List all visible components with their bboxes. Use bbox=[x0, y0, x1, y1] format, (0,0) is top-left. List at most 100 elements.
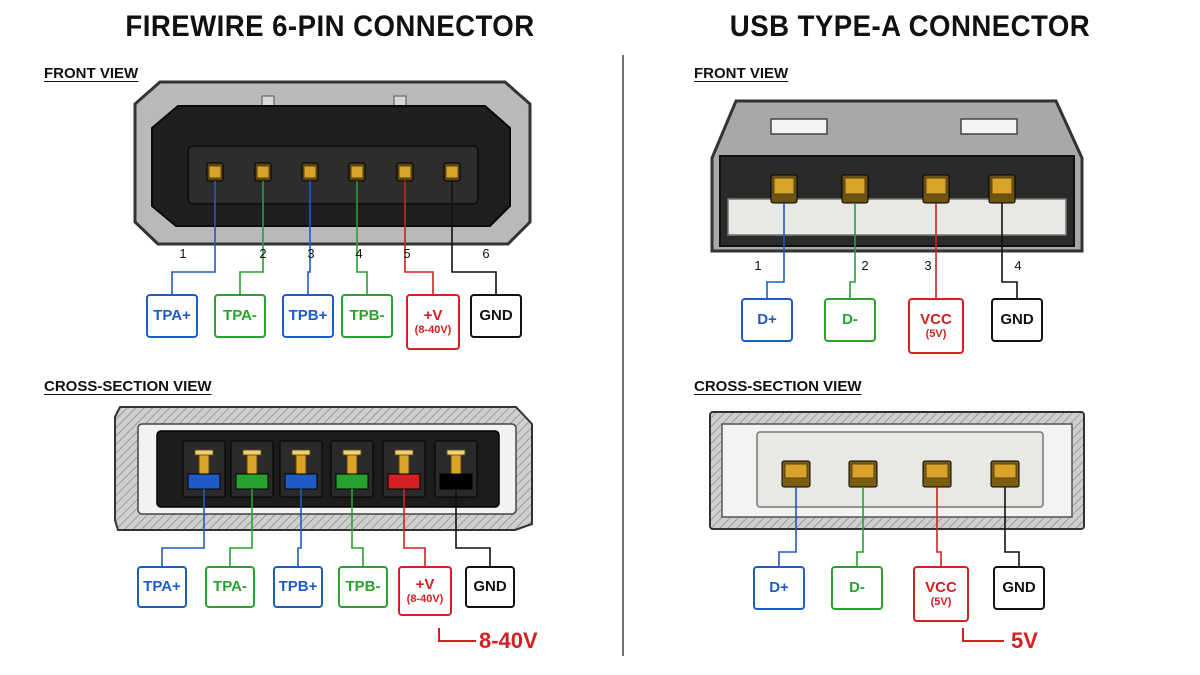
firewire-cross-pin-3-wire bbox=[297, 489, 302, 566]
firewire-cross-tpa-plus-signal: TPA+ bbox=[143, 578, 181, 596]
firewire-front-tpa-plus-label: TPA+ bbox=[146, 294, 198, 338]
firewire-pin-4-contact bbox=[350, 165, 364, 179]
usb-tongue bbox=[727, 198, 1067, 236]
firewire-front-gnd-label: GND bbox=[470, 294, 522, 338]
firewire-pin-5-number: 5 bbox=[403, 246, 411, 261]
usb-front-vcc-signal: VCC bbox=[920, 311, 952, 329]
firewire-cross-pin-3-contact-cap bbox=[291, 449, 311, 456]
firewire-cross-pin-4-wire bbox=[351, 489, 364, 566]
usb-pin-3-contact bbox=[925, 177, 947, 195]
firewire-cross-pin-5-wire bbox=[403, 489, 426, 566]
usb-cross-d-plus-label: D+ bbox=[753, 566, 805, 610]
usb-pin-2-front-wire bbox=[849, 203, 856, 298]
firewire-cross-pin-6-wire bbox=[455, 489, 491, 566]
usb-cross-d-label: D- bbox=[831, 566, 883, 610]
firewire-cross-pin-5-contact-cap bbox=[394, 449, 414, 456]
firewire-cross-pin-1-insulator bbox=[187, 473, 221, 490]
firewire-cross-pin-2-contact-cap bbox=[242, 449, 262, 456]
firewire-cross-gnd-signal: GND bbox=[473, 578, 507, 596]
usb-pin-4-front-wire bbox=[1001, 203, 1018, 298]
firewire-pin-3-number: 3 bbox=[307, 246, 315, 261]
firewire-cross-pin-3-insulator bbox=[284, 473, 318, 490]
firewire-cross-tpb-plus-label: TPB+ bbox=[273, 566, 323, 608]
firewire-cross--plusv-label: +V(8-40V) bbox=[398, 566, 452, 616]
usb-cross-section-label: CROSS-SECTION VIEW bbox=[694, 378, 862, 395]
usb-front-view-label: FRONT VIEW bbox=[694, 65, 789, 82]
usb-cross-pin-4-wire bbox=[1004, 487, 1020, 566]
usb-cross-vcc-label: VCC(5V) bbox=[913, 566, 969, 622]
firewire-front-gnd-signal: GND bbox=[479, 307, 513, 325]
firewire-pin-5-front-wire bbox=[404, 181, 434, 294]
firewire-cross--plusv-detail: (8-40V) bbox=[406, 593, 444, 606]
firewire-front-tpa-label: TPA- bbox=[214, 294, 266, 338]
usb-cross-gnd-signal: GND bbox=[1002, 579, 1036, 597]
firewire-front-tpb-label: TPB- bbox=[341, 294, 393, 338]
firewire-pin-2-contact bbox=[256, 165, 270, 179]
firewire-cross--plusv-signal: +V bbox=[415, 576, 435, 594]
firewire-cross-gnd-label: GND bbox=[465, 566, 515, 608]
firewire-cross-pin-6-insulator bbox=[439, 473, 473, 490]
usb-cross-d-plus-signal: D+ bbox=[769, 579, 789, 597]
usb-cross-tongue bbox=[756, 431, 1044, 508]
usb-front-d-signal: D- bbox=[842, 311, 858, 329]
usb-front-gnd-label: GND bbox=[991, 298, 1043, 342]
usb-front-gnd-signal: GND bbox=[1000, 311, 1034, 329]
usb-cross-pin-1-contact bbox=[784, 463, 808, 479]
firewire-pin-4-number: 4 bbox=[355, 246, 363, 261]
usb-front-vcc-detail: (5V) bbox=[925, 328, 947, 341]
usb-cross-pin-1-wire bbox=[778, 487, 797, 566]
usb-shell-window-right bbox=[960, 118, 1018, 135]
firewire-front--plusv-signal: +V bbox=[423, 307, 443, 325]
usb-front-d-plus-signal: D+ bbox=[757, 311, 777, 329]
firewire-cross-pin-4-insulator bbox=[335, 473, 369, 490]
firewire-cross-pin-3-contact bbox=[295, 452, 307, 476]
usb-cross-pin-3-wire bbox=[936, 487, 942, 566]
usb-cross-d-signal: D- bbox=[849, 579, 865, 597]
firewire-cross-pin-5-insulator bbox=[387, 473, 421, 490]
firewire-cross-section-label: CROSS-SECTION VIEW bbox=[44, 378, 212, 395]
usb-cross-gnd-label: GND bbox=[993, 566, 1045, 610]
firewire-front-tpa-plus-signal: TPA+ bbox=[153, 307, 191, 325]
usb-voltage-leader bbox=[962, 628, 1004, 642]
firewire-front-tpb-plus-label: TPB+ bbox=[282, 294, 334, 338]
usb-pin-1-contact bbox=[773, 177, 795, 195]
firewire-pin-5-contact bbox=[398, 165, 412, 179]
firewire-cross-pin-4-contact-cap bbox=[342, 449, 362, 456]
firewire-pin-1-front-wire bbox=[171, 181, 216, 294]
usb-pin-2-contact bbox=[844, 177, 866, 195]
firewire-front-tpb-plus-signal: TPB+ bbox=[288, 307, 328, 325]
firewire-cross-pin-2-contact bbox=[246, 452, 258, 476]
firewire-front--plusv-label: +V(8-40V) bbox=[406, 294, 460, 350]
firewire-pin-6-contact bbox=[445, 165, 459, 179]
usb-pin-1-front-wire bbox=[766, 203, 785, 298]
usb-cross-pin-3-contact bbox=[925, 463, 949, 479]
usb-pin-3-number: 3 bbox=[924, 258, 932, 273]
firewire-pin-block bbox=[187, 145, 479, 205]
firewire-cross-pin-6-contact bbox=[450, 452, 462, 476]
firewire-front-view-label: FRONT VIEW bbox=[44, 65, 139, 82]
firewire-pin-6-front-wire bbox=[451, 181, 497, 294]
firewire-pin-2-front-wire bbox=[239, 181, 264, 294]
usb-voltage-callout: 5V bbox=[1011, 628, 1038, 653]
firewire-cross-pin-5-contact bbox=[398, 452, 410, 476]
usb-pin-2-number: 2 bbox=[861, 258, 869, 273]
firewire-cross-tpa-plus-label: TPA+ bbox=[137, 566, 187, 608]
usb-cross-pin-2-contact bbox=[851, 463, 875, 479]
usb-front-d-plus-label: D+ bbox=[741, 298, 793, 342]
usb-front-d-label: D- bbox=[824, 298, 876, 342]
usb-title: USB TYPE-A CONNECTOR bbox=[729, 10, 1091, 43]
firewire-cross-tpb-signal: TPB- bbox=[345, 578, 381, 596]
firewire-cross-pin-2-wire bbox=[229, 489, 253, 566]
usb-pin-4-contact bbox=[991, 177, 1013, 195]
usb-cross-pin-2-wire bbox=[856, 487, 864, 566]
firewire-pin-4-front-wire bbox=[356, 181, 368, 294]
firewire-front-tpb-signal: TPB- bbox=[349, 307, 385, 325]
firewire-pin-6-number: 6 bbox=[482, 246, 490, 261]
firewire-cross-pin-4-contact bbox=[346, 452, 358, 476]
firewire-cross-tpb-plus-signal: TPB+ bbox=[278, 578, 318, 596]
usb-shell-window-left bbox=[770, 118, 828, 135]
usb-cross-pin-4-contact bbox=[993, 463, 1017, 479]
firewire-pin-3-contact bbox=[303, 165, 317, 179]
